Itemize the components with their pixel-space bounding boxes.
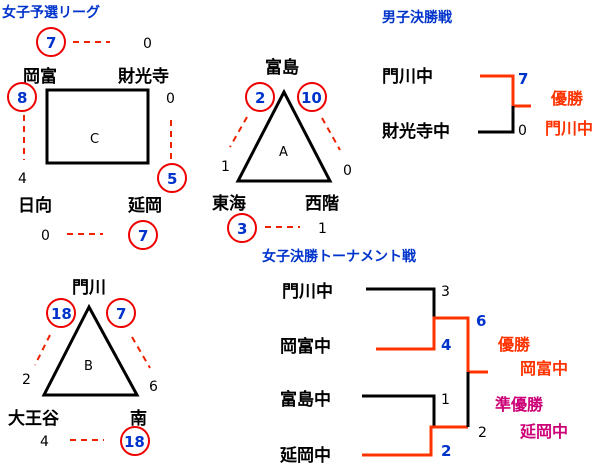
team-daioudani: 大王谷 [8,408,60,429]
semi2-score-top: 1 [441,392,450,408]
girls-tournament: 女子決勝トーナメント戦 門川中 岡富中 富島中 延岡中 3 4 1 2 6 2 … [262,248,568,466]
semi2-loser-line [362,394,436,427]
boys-score-1: 7 [518,70,528,88]
match-dashline [34,334,51,366]
winner-circle [7,82,37,112]
match-dashline [131,336,151,369]
winner-circle [120,426,150,456]
semi2-score-bottom: 2 [441,442,451,460]
boys-score-2: 0 [518,123,527,139]
girls-tournament-team-2: 岡富中 [280,336,331,357]
girls-runner-up-team: 延岡中 [519,422,568,441]
score-zaikouji-vs-okatomi: 0 [143,36,152,52]
team-kadogawa: 門川 [72,278,106,298]
group-a: A 富島 東海 西階 2 1 10 0 3 1 [212,57,352,243]
semi1-winner-line [376,316,488,374]
match-dashline [229,116,248,148]
score-okatomi-vs-zaikouji: 7 [46,34,56,52]
winner-circle [245,82,275,112]
group-a-triangle [235,88,333,183]
score-nobeoka-vs-hyuga: 7 [138,227,148,245]
group-a-label: A [279,145,288,160]
score-tomishima-vs-toukai: 2 [255,89,265,107]
match-dashline [321,117,341,151]
loser-bracket-line [478,106,515,134]
team-tomishima: 富島 [265,57,299,78]
boys-final: 男子決勝戦 門川中 財光寺中 7 0 優勝 門川中 [381,9,593,142]
semi1-score-top: 3 [441,284,450,300]
group-c-label: C [90,132,99,147]
boys-final-title: 男子決勝戦 [382,9,453,26]
girls-tournament-team-4: 延岡中 [279,445,331,466]
score-nobeoka-vs-zaikouji: 5 [167,170,177,188]
team-toukai: 東海 [212,193,246,214]
girls-league-title: 女子予選リーグ [2,4,100,21]
score-zaikouji-vs-nobeoka: 0 [166,91,175,107]
group-c: C 岡富 財光寺 日向 延岡 7 0 8 4 0 5 0 7 [7,27,187,250]
team-minami: 南 [130,408,147,429]
score-hyuga-vs-nobeoka: 0 [41,228,50,244]
winner-circle [297,82,327,112]
team-nobeoka: 延岡 [127,195,162,216]
score-saikai-vs-toukai: 1 [318,221,327,237]
group-c-square [45,88,150,165]
semi2-winner-line [362,425,468,457]
score-hyuga-vs-okatomi: 4 [18,171,27,187]
score-minami-vs-kadogawa: 6 [149,379,158,395]
team-zaikouji: 財光寺 [117,66,169,87]
score-saikai-vs-tomishima: 0 [343,163,352,179]
team-saikai: 西階 [305,194,339,214]
team-okatomi: 岡富 [23,66,57,87]
boys-champion-team: 門川中 [545,119,593,138]
final-score-top: 6 [476,312,486,330]
team-hyuga: 日向 [18,195,52,216]
winner-circle [227,213,257,243]
girls-tournament-team-3: 富島中 [280,389,331,410]
boys-champion-label: 優勝 [550,89,584,108]
winner-bracket-line [480,74,531,108]
boys-team-1: 門川中 [382,66,433,87]
score-daioudani-vs-kadogawa: 2 [22,372,31,388]
boys-team-2: 財光寺中 [381,121,450,142]
winner-circle [106,298,136,328]
score-kadogawa-vs-daioudani: 18 [51,305,72,323]
group-b-triangle [41,303,140,397]
group-b-label: B [84,359,93,374]
girls-tournament-team-1: 門川中 [282,281,333,302]
girls-champion-label: 優勝 [497,335,531,354]
girls-tournament-title: 女子決勝トーナメント戦 [262,248,417,265]
winner-circle [157,163,187,193]
score-okatomi-vs-hyuga: 8 [17,89,27,107]
score-minami-vs-daioudani: 18 [124,433,145,451]
girls-runner-up-label: 準優勝 [495,395,544,414]
score-daioudani-vs-minami: 4 [40,434,49,450]
winner-circle [128,220,158,250]
girls-champion-team: 岡富中 [520,359,568,378]
final-score-bottom: 2 [478,425,487,441]
score-kadogawa-vs-minami: 7 [116,305,126,323]
score-toukai-vs-saikai: 3 [237,220,247,238]
score-toukai-vs-tomishima: 1 [221,159,230,175]
semi1-score-bottom: 4 [441,336,451,354]
semi1-loser-line [366,287,436,318]
winner-circle [36,27,66,57]
group-b: B 門川 大王谷 南 18 2 7 6 4 18 [8,278,158,456]
score-tomishima-vs-saikai: 10 [301,89,322,107]
winner-circle [46,298,76,328]
